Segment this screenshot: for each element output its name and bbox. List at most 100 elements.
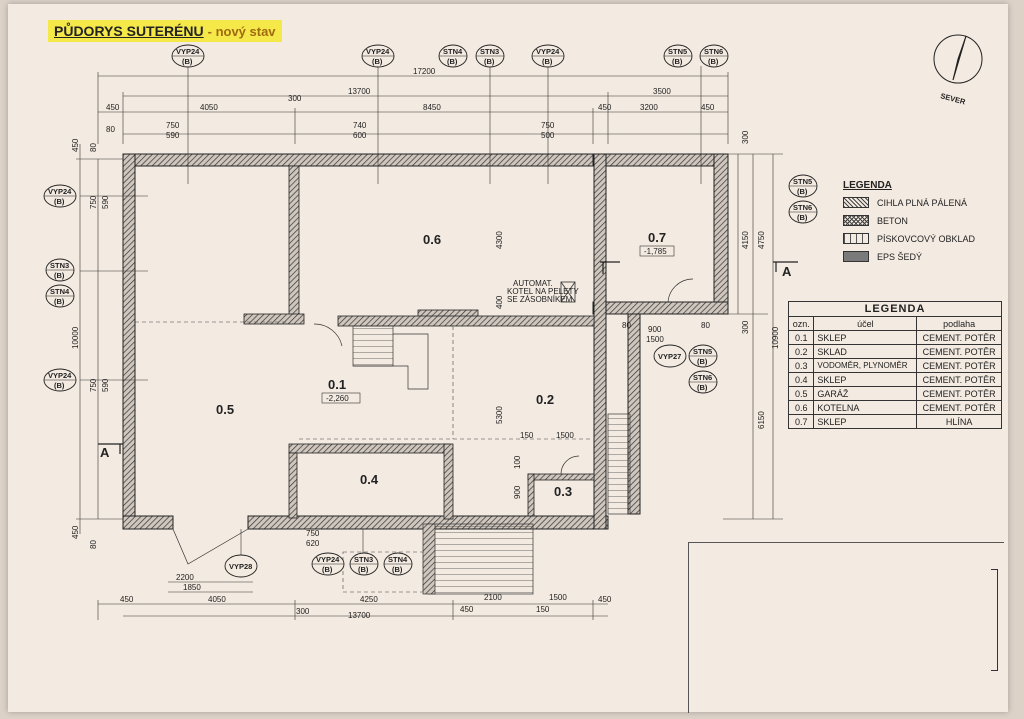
tag-stn5-top: STN5 (B): [663, 44, 693, 68]
legend-item-concrete-label: BETON: [877, 215, 908, 226]
room-floor: CEMENT. POTĚR: [916, 330, 1002, 345]
dim-100: 100: [513, 455, 522, 469]
dim-80-right-b: 80: [701, 321, 710, 330]
outer-walls: [122, 153, 729, 530]
dim-80-left-top: 80: [89, 143, 98, 152]
drawing-sheet: PŮDORYS SUTERÉNU - nový stav: [8, 4, 1008, 713]
room-06-label: 0.6: [423, 232, 441, 247]
sandstone-swatch-icon: [843, 233, 869, 244]
tag-stn5-mid-sub: (B): [697, 357, 708, 366]
dim-750-top: 750: [166, 121, 180, 130]
dim-450-bottom-left: 450: [120, 595, 134, 604]
tag-vyp24-left-bottom-sub: (B): [54, 381, 65, 390]
dim-80-top: 80: [106, 125, 115, 134]
room-table-header-floor: podlaha: [916, 316, 1002, 331]
dim-400: 400: [495, 295, 504, 309]
top-dimension-lines: [97, 72, 729, 144]
section-mark-right: [600, 261, 798, 274]
room-07-level: -1,785: [644, 247, 667, 256]
tag-stn6-top-sub: (B): [708, 57, 719, 66]
tag-stn3-top-sub: (B): [484, 57, 495, 66]
table-row: 0.3 VODOMĚR, PLYNOMĚR CEMENT. POTĚR: [787, 358, 1002, 373]
drawing-title: PŮDORYS SUTERÉNU: [54, 23, 204, 39]
table-row: 0.5 GARÁŽ CEMENT. POTĚR: [787, 386, 1002, 401]
tag-stn4-top-sub: (B): [447, 57, 458, 66]
room-table-header-code: ozn.: [787, 316, 815, 331]
doors: [172, 278, 694, 565]
room-01-level: -2,260: [326, 394, 349, 403]
dashed-lines: [135, 321, 593, 593]
tag-vyp24-left-bottom: VYP24 (B): [43, 368, 77, 392]
dim-450-top-left: 450: [106, 103, 120, 112]
legend-item-sandstone: PÍSKOVCOVÝ OBKLAD: [843, 233, 993, 244]
room-purpose: SKLAD: [813, 344, 918, 359]
room-floor: CEMENT. POTĚR: [916, 386, 1002, 401]
dim-2100: 2100: [484, 593, 502, 602]
room-code: 0.2: [787, 344, 815, 359]
room-purpose: GARÁŽ: [813, 386, 918, 401]
legend-item-brick-label: CIHLA PLNÁ PÁLENÁ: [877, 197, 968, 208]
inner-walls: [243, 165, 595, 520]
dim-1500-bottom: 1500: [549, 593, 567, 602]
tag-vyp24-top-left: VYP24 (B): [171, 44, 205, 68]
tag-stn4-bottom: STN4 (B): [383, 552, 413, 576]
tag-stn4-left-sub: (B): [54, 297, 65, 306]
tag-stn4-left: STN4 (B): [45, 284, 75, 308]
tag-vyp24-left-top-sub: (B): [54, 197, 65, 206]
tag-stn6-right: STN6 (B): [788, 200, 818, 224]
dim-590-top: 590: [166, 131, 180, 140]
dim-80-left-bottom: 80: [89, 540, 98, 549]
tag-stn3-top: STN3 (B): [475, 44, 505, 68]
tag-stn6-top: STN6 (B): [699, 44, 729, 68]
dim-300-bottom: 300: [296, 607, 310, 616]
title-highlight: PŮDORYS SUTERÉNU - nový stav: [48, 20, 282, 42]
tag-stn4-bottom-sub: (B): [392, 565, 403, 574]
tag-vyp24-left-top-code: VYP24: [48, 187, 72, 196]
dim-450-top-right: 450: [598, 103, 612, 112]
section-mark-left: [98, 443, 123, 454]
room-purpose: SKLEP: [813, 414, 918, 429]
tag-stn4-left-code: STN4: [50, 287, 70, 296]
room-legend-table: LEGENDA ozn. účel podlaha 0.1 SKLEP CEME…: [787, 301, 1002, 429]
room-04-label: 0.4: [360, 472, 379, 487]
dim-8450: 8450: [423, 103, 441, 112]
dim-4050-top: 4050: [200, 103, 218, 112]
brick-swatch-icon: [843, 197, 869, 208]
room-code: 0.7: [787, 414, 815, 429]
north-label: SEVER: [939, 91, 966, 106]
legend-item-concrete: BETON: [843, 215, 993, 226]
boiler-note-line-3: SE ZÁSOBNÍKEM: [507, 295, 573, 304]
boiler-symbol: [560, 281, 576, 303]
dim-4750: 4750: [757, 231, 766, 249]
dim-3200: 3200: [640, 103, 658, 112]
legend-item-eps-label: EPS ŠEDÝ: [877, 251, 923, 262]
tag-vyp24-top-mid-code: VYP24: [366, 47, 390, 56]
room-floor: CEMENT. POTĚR: [916, 344, 1002, 359]
dim-6150: 6150: [757, 411, 766, 429]
dim-1850: 1850: [183, 583, 201, 592]
tag-vyp24-top-mid: VYP24 (B): [361, 44, 395, 68]
tag-stn6-top-code: STN6: [704, 47, 723, 56]
tag-vyp28-code: VYP28: [229, 562, 252, 571]
room-code: 0.1: [787, 330, 815, 345]
tag-stn4-top-code: STN4: [443, 47, 463, 56]
tag-vyp24-left-bottom-code: VYP24: [48, 371, 72, 380]
eps-swatch-icon: [843, 251, 869, 262]
dim-3500: 3500: [653, 87, 671, 96]
room-table-title-row: LEGENDA: [788, 301, 1002, 317]
table-row: 0.1 SKLEP CEMENT. POTĚR: [787, 330, 1002, 345]
tag-vyp27-code: VYP27: [658, 352, 681, 361]
dim-590-left-low: 590: [101, 378, 110, 392]
room-07-level-box: [639, 245, 675, 257]
dim-width-13700-top: 13700: [348, 87, 371, 96]
tag-vyp24-top-right: VYP24 (B): [531, 44, 565, 68]
room-purpose: KOTELNA: [813, 400, 918, 415]
tag-stn6-right-code: STN6: [793, 203, 812, 212]
tag-vyp24-top-left-sub: (B): [182, 57, 193, 66]
dim-13700-bottom: 13700: [348, 611, 371, 620]
dim-750-bottom: 750: [306, 529, 320, 538]
dim-150-bottom: 150: [536, 605, 550, 614]
material-legend-title: LEGENDA: [843, 180, 892, 191]
room-floor: CEMENT. POTĚR: [916, 372, 1002, 387]
tag-stn5-right: STN5 (B): [788, 174, 818, 198]
